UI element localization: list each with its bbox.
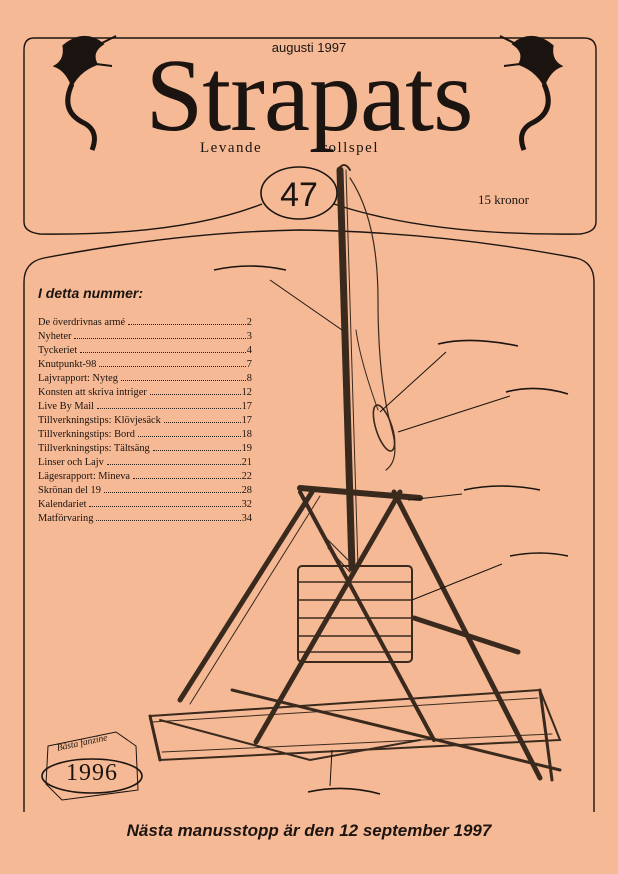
tagline-levande: Levande	[200, 140, 263, 156]
masthead-title: Strapats	[145, 38, 473, 153]
toc-entry-page: 7	[246, 359, 252, 370]
toc-leader-dots	[80, 352, 246, 353]
toc-entry-title: Tillverkningstips: Tältsäng	[38, 443, 150, 454]
toc-entry-title: Lajvrapport: Nyteg	[38, 373, 118, 384]
toc-leader-dots	[152, 450, 241, 451]
issue-circle	[260, 166, 338, 220]
toc-entry-page: 12	[241, 387, 252, 398]
toc-leader-dots	[120, 380, 246, 381]
toc-entry-page: 34	[241, 513, 252, 524]
toc-leader-dots	[149, 394, 241, 395]
toc-entry: Linser och Lajv 21	[38, 456, 252, 470]
toc-entry: Kalendariet 32	[38, 498, 252, 512]
award-year: 1996	[66, 760, 118, 786]
footer-deadline-note: Nästa manusstopp är den 12 september 199…	[126, 821, 492, 840]
rune-labels	[213, 265, 569, 795]
toc-leader-dots	[133, 478, 241, 479]
dragon-left-icon	[52, 35, 117, 151]
issue-date: augusti 1997	[271, 40, 347, 55]
toc-entry: Tillverkningstips: Tältsäng 19	[38, 442, 252, 456]
toc-entry-page: 21	[241, 457, 252, 468]
toc-entry: Skrönan del 19 28	[38, 484, 252, 498]
toc-entry-page: 19	[241, 443, 252, 454]
toc-entry: Lajvrapport: Nyteg 8	[38, 372, 252, 386]
toc-entry: Matförvaring 34	[38, 512, 252, 526]
toc-leader-dots	[103, 492, 241, 493]
toc-leader-dots	[128, 324, 246, 325]
toc-leader-dots	[97, 408, 241, 409]
toc-entry: Nyheter 3	[38, 330, 252, 344]
content-frame	[23, 229, 595, 812]
toc-entry-title: Tillverkningstips: Klövjesäck	[38, 415, 161, 426]
toc-entry-title: Matförvaring	[38, 513, 94, 524]
toc-entry-page: 22	[241, 471, 252, 482]
toc-entry-title: De överdrivnas armé	[38, 317, 126, 328]
toc-leader-dots	[96, 520, 241, 521]
issue-number: 47	[280, 176, 318, 214]
toc-entry: Lägesrapport: Mineva 22	[38, 470, 252, 484]
toc-entry-page: 28	[241, 485, 252, 496]
toc-leader-dots	[137, 436, 241, 437]
toc-entry-title: Live By Mail	[38, 401, 94, 412]
catapult-illustration	[148, 164, 562, 782]
toc-entry: Tillverkningstips: Bord 18	[38, 428, 252, 442]
toc-leader-dots	[74, 338, 246, 339]
masthead-frame	[23, 37, 597, 235]
toc-entry-page: 4	[246, 345, 252, 356]
toc-leader-dots	[99, 366, 246, 367]
toc-entry-title: Nyheter	[38, 331, 72, 342]
price-label: 15 kronor	[478, 192, 529, 207]
toc-entry-title: Tyckeriet	[38, 345, 78, 356]
toc-entry-page: 3	[246, 331, 252, 342]
dragon-right-icon	[499, 35, 564, 151]
toc-entry-title: Lägesrapport: Mineva	[38, 471, 131, 482]
toc-entry-page: 8	[246, 373, 252, 384]
toc-entry: Konsten att skriva intriger 12	[38, 386, 252, 400]
toc-entry: Live By Mail 17	[38, 400, 252, 414]
award-badge-icon	[41, 731, 143, 801]
toc-entry: De överdrivnas armé 2	[38, 316, 252, 330]
toc-heading: I detta nummer:	[38, 285, 144, 301]
toc-entry-title: Tillverkningstips: Bord	[38, 429, 135, 440]
toc-entry-title: Kalendariet	[38, 499, 87, 510]
toc-entry-page: 2	[246, 317, 252, 328]
toc-entry-page: 32	[241, 499, 252, 510]
toc-entry-title: Konsten att skriva intriger	[38, 387, 147, 398]
toc-entry-title: Knutpunkt-98	[38, 359, 97, 370]
toc-entry-title: Linser och Lajv	[38, 457, 104, 468]
toc-entry: Tyckeriet 4	[38, 344, 252, 358]
toc-entry-page: 17	[241, 401, 252, 412]
toc-entry: Knutpunkt-98 7	[38, 358, 252, 372]
toc-leader-dots	[163, 422, 241, 423]
toc-leader-dots	[106, 464, 241, 465]
toc-entry-page: 17	[241, 415, 252, 426]
toc-leader-dots	[89, 506, 241, 507]
toc-entry: Tillverkningstips: Klövjesäck 17	[38, 414, 252, 428]
tagline-rollspel: rollspel	[322, 140, 379, 156]
toc-entry-page: 18	[241, 429, 252, 440]
toc-entry-title: Skrönan del 19	[38, 485, 101, 496]
